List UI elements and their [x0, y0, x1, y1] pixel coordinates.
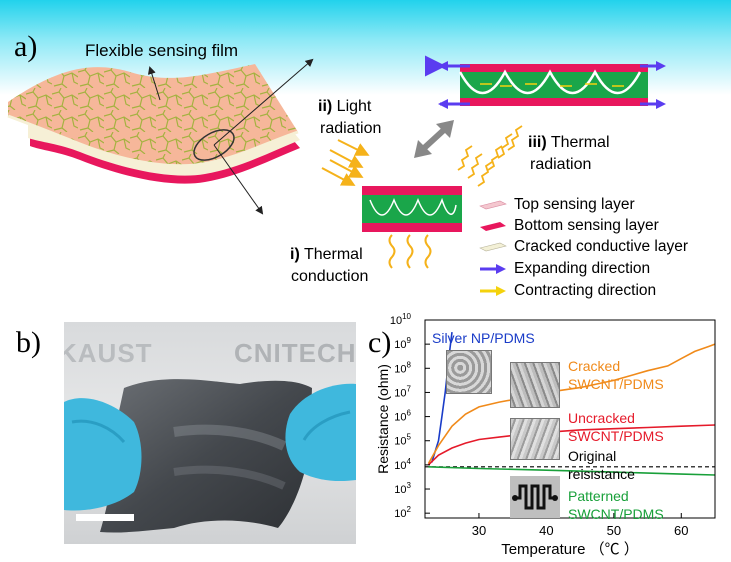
photo-text-kaust: KAUST: [64, 338, 153, 368]
double-arrow-icon: [414, 120, 454, 158]
y-tick-label: 106: [394, 409, 411, 424]
thermal-conduction-waves: [388, 234, 432, 269]
mech-iii-label: iii) Thermal: [528, 134, 610, 152]
panel-c-label: c): [368, 326, 392, 359]
expanded-cross-section: [425, 55, 666, 109]
legend-item-top-layer: Top sensing layer: [514, 196, 635, 213]
y-axis-label: Resistance (ohm): [375, 364, 391, 474]
yellow-arrow-icon: [480, 286, 506, 296]
mech-iii-text-2: radiation: [530, 156, 592, 173]
y-tick-label: 108: [394, 360, 411, 375]
label-original-1: Original: [568, 448, 617, 464]
pointer-line-up: [213, 58, 314, 146]
sem-inset-cracked: [510, 362, 560, 408]
series-line-4: [428, 466, 716, 476]
label-cracked-2: SWCNT/PDMS: [568, 376, 664, 392]
x-tick-label: 60: [674, 523, 688, 538]
pointer-line-down: [213, 144, 264, 215]
photo-text-cnitech: CNITECH: [234, 338, 356, 368]
mech-ii-text-2: radiation: [320, 120, 382, 137]
label-patterned-1: Patterned: [568, 488, 629, 504]
mech-ii-text-1: Light: [336, 98, 372, 115]
y-tick-label: 109: [394, 336, 411, 351]
serpentine-pattern-icon: [512, 484, 558, 510]
y-tick-label: 1010: [390, 312, 412, 327]
mech-i-text-2: conduction: [291, 268, 369, 285]
sem-inset-uncracked: [510, 418, 560, 460]
panel-a-label: a): [14, 30, 38, 63]
x-tick-label: 30: [472, 523, 486, 538]
film-sample: [100, 379, 312, 533]
panel-b-label: b): [16, 326, 41, 359]
x-tick-label: 40: [539, 523, 553, 538]
label-original-2: reisistance: [568, 466, 635, 482]
zoom-ellipse: [193, 129, 235, 161]
film-photo: KAUST CNITECH: [64, 322, 356, 544]
sensing-film-illustration: [7, 55, 666, 296]
sem-inset-silver: [446, 350, 492, 394]
legend-item-bottom-layer: Bottom sensing layer: [514, 217, 659, 234]
right-glove: [285, 383, 356, 482]
mech-i-text-1: Thermal: [303, 246, 363, 263]
label-silver: Silver NP/PDMS: [432, 330, 535, 346]
photo-illustration: [64, 379, 356, 533]
mech-ii-label: ii) Light: [318, 98, 371, 116]
y-tick-label: 102: [394, 505, 411, 520]
patterned-inset: [510, 476, 560, 518]
mech-i-label: i) Thermal: [290, 246, 363, 264]
legend-item-contracting: Contracting direction: [514, 282, 657, 299]
y-tick-label: 103: [394, 481, 411, 496]
scale-bar: [76, 514, 134, 521]
blue-arrow-icon: [480, 264, 506, 274]
y-tick-label: 105: [394, 433, 411, 448]
mech-iii-text-1: Thermal: [550, 134, 610, 151]
left-glove: [64, 398, 142, 511]
mech-iii-num: iii): [528, 134, 547, 151]
mech-ii-num: ii): [318, 98, 333, 115]
label-uncracked-2: SWCNT/PDMS: [568, 428, 664, 444]
y-tick-label: 104: [394, 457, 411, 472]
thermal-radiation-waves: [457, 125, 523, 187]
label-patterned-2: SWCNT/PDMS: [568, 506, 664, 522]
top-layer-swatch: [479, 200, 507, 210]
normal-arrow: [147, 66, 161, 101]
label-cracked-1: Cracked: [568, 358, 621, 374]
film-title: Flexible sensing film: [85, 41, 239, 60]
y-tick-label: 107: [394, 384, 411, 399]
legend-item-cracked-layer: Cracked conductive layer: [514, 238, 689, 255]
mech-i-num: i): [290, 246, 300, 263]
contracted-cross-section: [362, 186, 462, 232]
film-top-cracked-layer: [7, 64, 299, 168]
plot-frame: [424, 319, 716, 519]
light-radiation-arrows: [321, 139, 370, 186]
cracked-layer-swatch: [479, 242, 507, 252]
bottom-layer-swatch: [480, 222, 506, 231]
x-tick-label: 50: [607, 523, 621, 538]
x-axis-label: Temperature （℃ ）: [501, 541, 639, 558]
legend-item-expanding: Expanding direction: [514, 260, 651, 277]
label-uncracked-1: Uncracked: [568, 410, 635, 426]
